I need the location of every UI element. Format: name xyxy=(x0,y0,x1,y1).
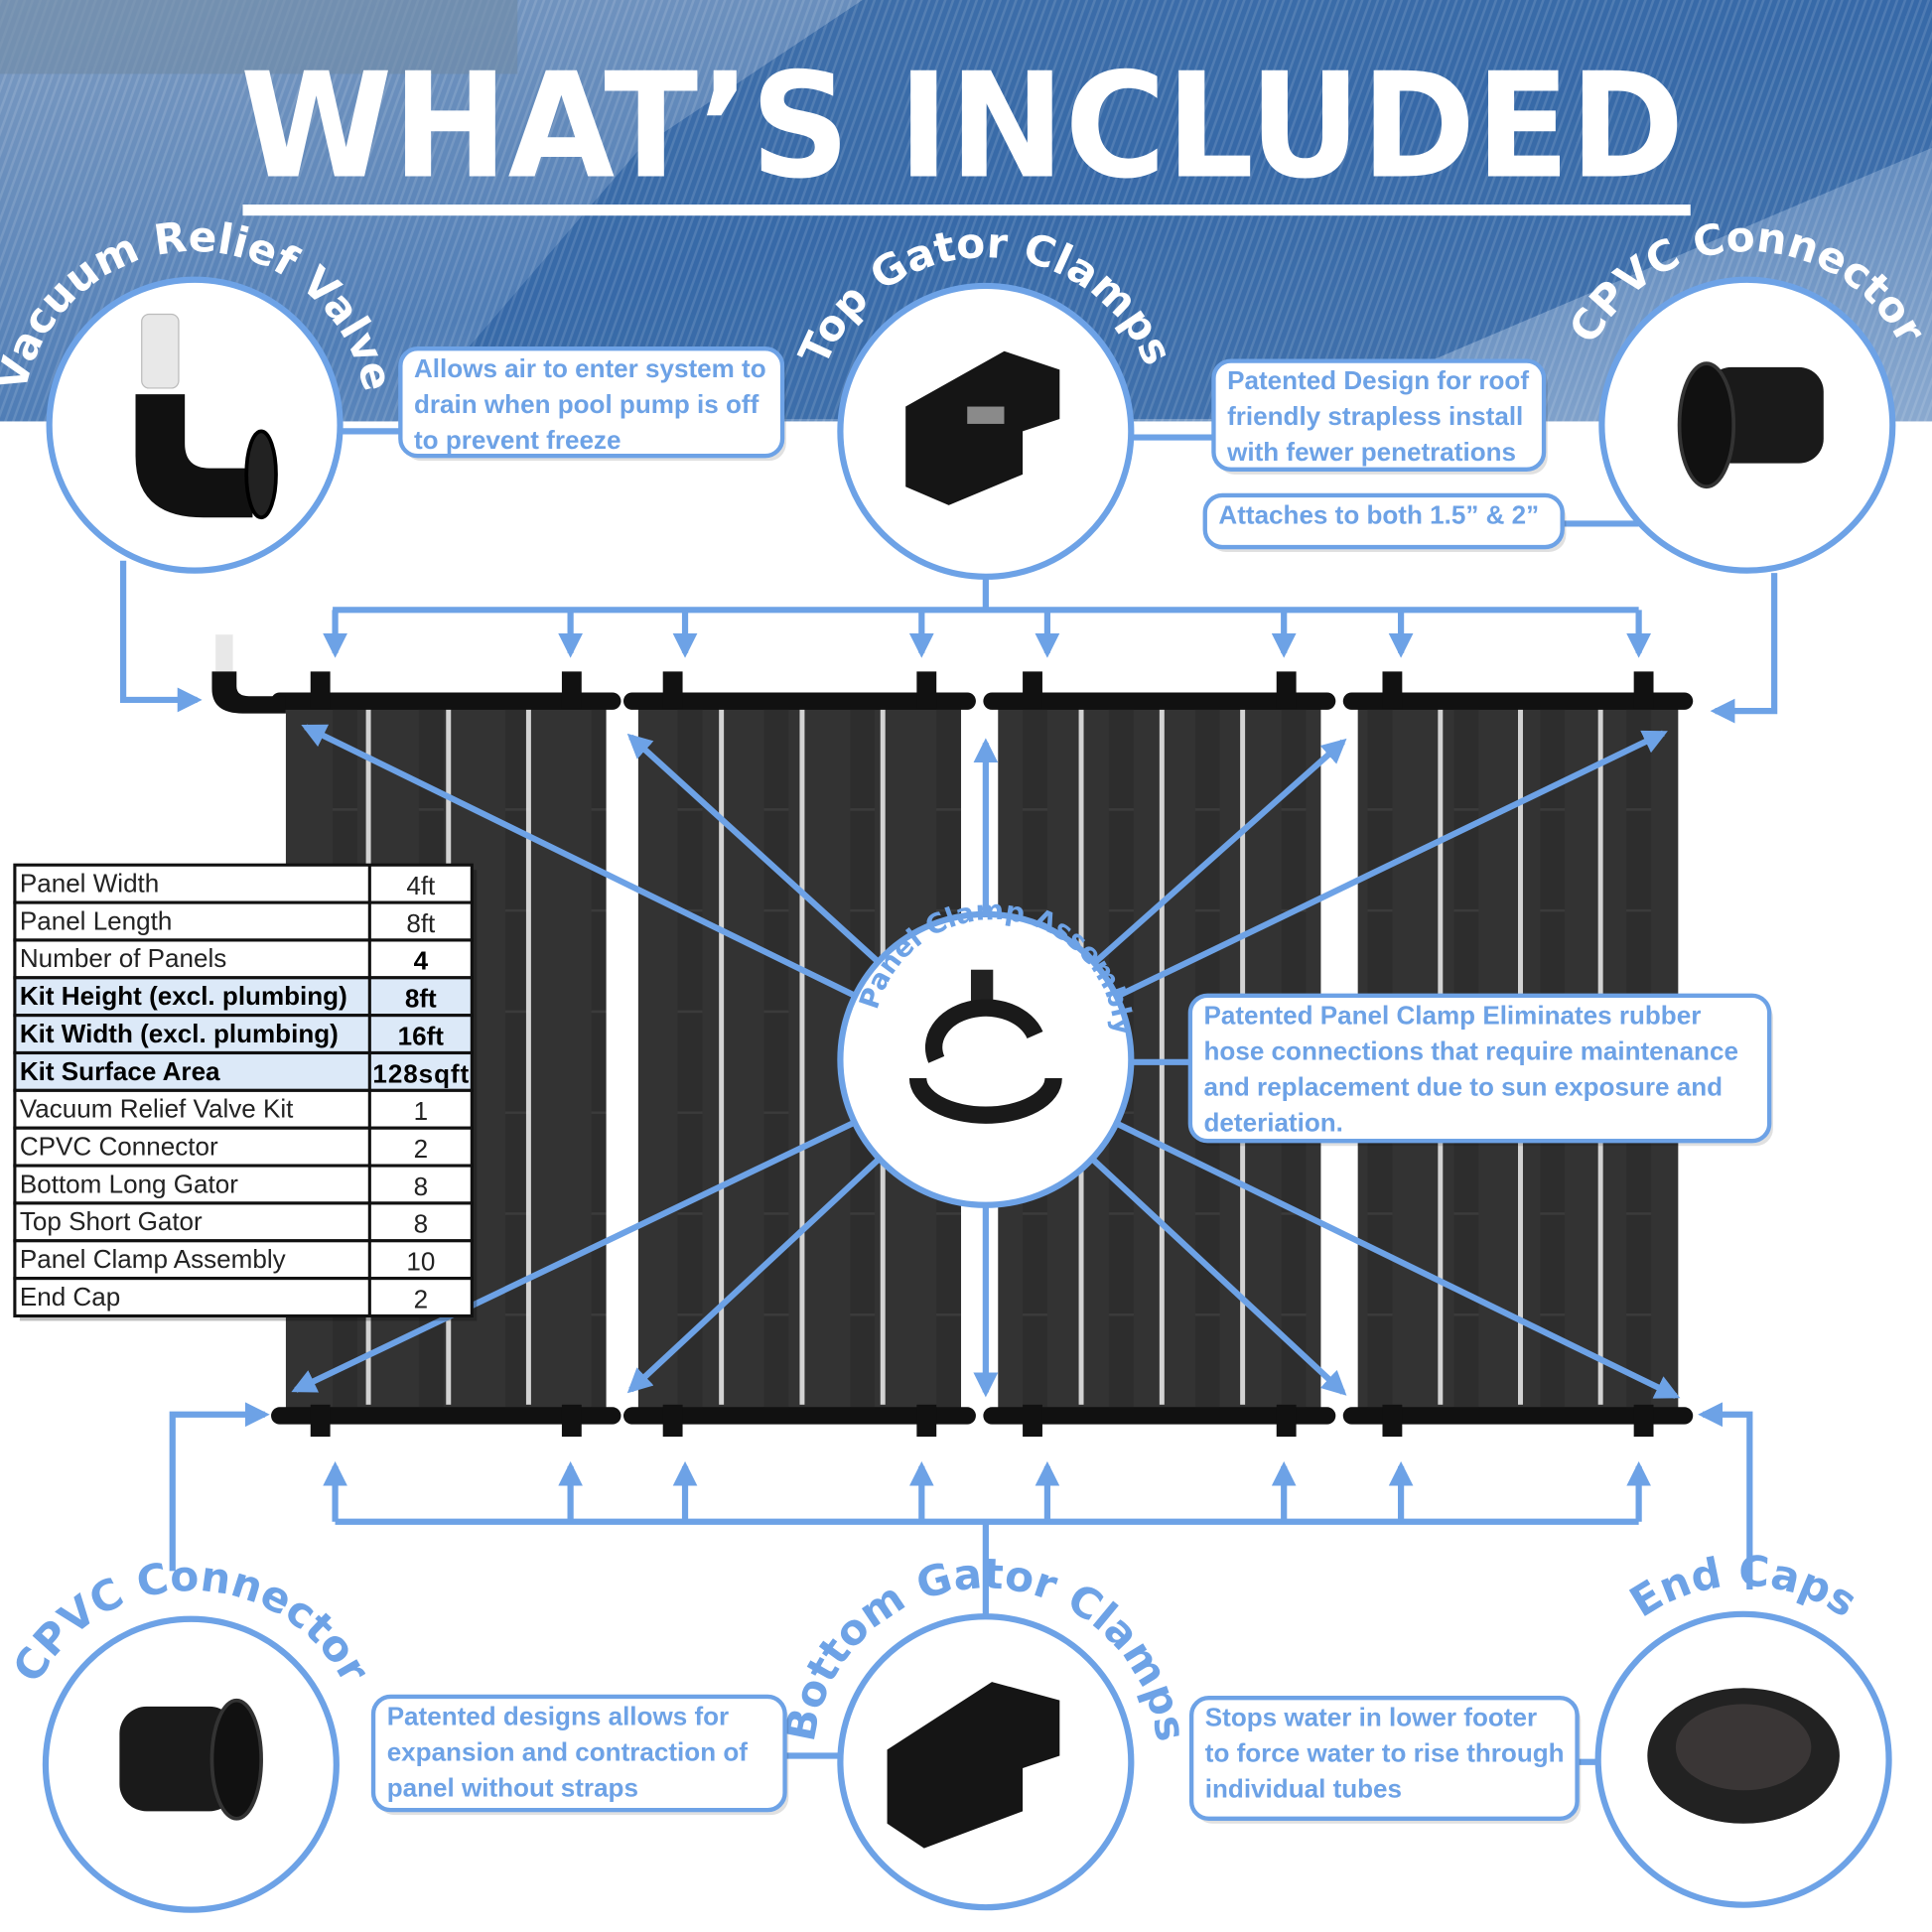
header-pipe xyxy=(983,692,1336,710)
callout-line: with fewer penetrations xyxy=(1226,437,1516,467)
component-cpvc-connector-bottom: CPVC Connector xyxy=(3,1552,379,1913)
spec-label: Kit Surface Area xyxy=(20,1056,220,1086)
callout-panel-clamp-assembly: Patented Panel Clamp Eliminates rubber ho… xyxy=(1187,993,1773,1147)
callout-line: and replacement due to sun exposure and xyxy=(1204,1071,1724,1101)
spec-label: Vacuum Relief Valve Kit xyxy=(20,1094,294,1124)
spec-table-row: Kit Surface Area 128sqft xyxy=(13,1050,474,1092)
spec-value: 2 xyxy=(414,1284,429,1313)
callout-end-caps: Stops water in lower footer to force wate… xyxy=(1188,1696,1582,1824)
spec-value: 1 xyxy=(414,1096,429,1126)
spec-label: Number of Panels xyxy=(20,943,226,973)
header-pipe xyxy=(271,692,621,710)
spec-table-row: End Cap 2 xyxy=(13,1277,474,1318)
spec-label: CPVC Connector xyxy=(20,1132,218,1162)
callout-text: Patented designs allows for expansion and… xyxy=(387,1702,749,1803)
spec-value: 8 xyxy=(414,1209,429,1239)
callout-line: panel without straps xyxy=(387,1772,638,1802)
callout-top-gator-clamps: Patented Design for roof friendly straple… xyxy=(1211,358,1548,475)
callout-line: to prevent freeze xyxy=(414,425,621,455)
spec-label: Top Short Gator xyxy=(20,1206,203,1236)
callout-line: Attaches to both 1.5” & 2” xyxy=(1218,499,1539,529)
footer-pipe xyxy=(622,1407,976,1425)
spec-table-row: Vacuum Relief Valve Kit 1 xyxy=(13,1088,474,1130)
callout-line: individual tubes xyxy=(1205,1774,1402,1804)
callout-cpvc-connector-top: Attaches to both 1.5” & 2” xyxy=(1202,492,1567,552)
callout-text: Patented Panel Clamp Eliminates rubber ho… xyxy=(1204,1000,1738,1137)
callout-line: deteriation. xyxy=(1204,1107,1343,1137)
callout-line: drain when pool pump is off xyxy=(414,389,759,419)
callout-text: Allows air to enter system to drain when … xyxy=(414,353,766,455)
spec-table-row: Bottom Long Gator 8 xyxy=(13,1164,474,1205)
callout-vacuum-relief-valve: Allows air to enter system to drain when … xyxy=(398,346,786,462)
component-panel-clamp-assembly: Panel Clamp Assembly xyxy=(837,896,1139,1208)
spec-table-row: Kit Width (excl. plumbing) 16ft xyxy=(13,1014,474,1055)
spec-value: 10 xyxy=(406,1247,435,1277)
spec-value: 4ft xyxy=(406,871,436,900)
callout-line: expansion and contraction of xyxy=(387,1736,749,1766)
callout-line: Patented Panel Clamp Eliminates rubber xyxy=(1204,1000,1702,1030)
spec-label: End Cap xyxy=(20,1282,120,1311)
gator-clamp-icon xyxy=(905,350,1060,505)
callout-line: Patented designs allows for xyxy=(387,1702,729,1731)
component-end-caps: End Caps xyxy=(1594,1547,1892,1908)
callout-line: Allows air to enter system to xyxy=(414,353,766,383)
callout-text: Patented Design for roof friendly straple… xyxy=(1226,365,1529,467)
callout-text: Attaches to both 1.5” & 2” xyxy=(1218,499,1539,529)
callout-line: Patented Design for roof xyxy=(1227,365,1529,395)
spec-table-row: Panel Width 4ft xyxy=(13,863,474,904)
vacuum-relief-valve-icon xyxy=(215,634,233,672)
callout-line: Stops water in lower footer xyxy=(1205,1703,1537,1732)
panel-clamp-icon xyxy=(908,969,1062,1124)
cpvc-connector-icon xyxy=(1677,361,1824,489)
page-title: WHAT’S INCLUDED xyxy=(240,41,1685,210)
spec-label: Panel Clamp Assembly xyxy=(20,1244,286,1274)
spec-value: 128sqft xyxy=(372,1058,469,1088)
spec-label: Panel Length xyxy=(20,905,173,935)
gator-clamp-icon xyxy=(887,1682,1060,1849)
spec-value: 4 xyxy=(414,946,429,976)
spec-label: Kit Height (excl. plumbing) xyxy=(20,981,347,1011)
spec-label: Kit Width (excl. plumbing) xyxy=(20,1019,339,1048)
spec-table-row: Kit Height (excl. plumbing) 8ft xyxy=(13,976,474,1018)
spec-value: 2 xyxy=(414,1134,429,1164)
callout-line: hose connections that require maintenanc… xyxy=(1204,1035,1738,1065)
spec-table-row: Top Short Gator 8 xyxy=(13,1201,474,1243)
spec-value: 8ft xyxy=(405,984,437,1014)
header-pipe xyxy=(1342,692,1694,710)
spec-value: 16ft xyxy=(398,1021,445,1050)
spec-label: Bottom Long Gator xyxy=(20,1169,238,1198)
cpvc-connector-icon xyxy=(119,1698,263,1821)
spec-table-row: Panel Length 8ft xyxy=(13,900,474,942)
spec-value: 8ft xyxy=(406,908,436,938)
callouts: Allows air to enter system to drain when … xyxy=(370,346,1773,1824)
spec-table-row: CPVC Connector 2 xyxy=(13,1126,474,1168)
footer-pipe xyxy=(1342,1407,1694,1425)
spec-value: 8 xyxy=(414,1172,429,1201)
callout-bottom-gator-clamps: Patented designs allows for expansion and… xyxy=(370,1694,789,1816)
header-pipe xyxy=(622,692,976,710)
spec-table-row: Number of Panels 4 xyxy=(13,938,474,980)
title-underline xyxy=(242,205,1691,216)
end-cap-icon xyxy=(1647,1688,1840,1824)
callout-line: friendly strapless install xyxy=(1227,401,1523,431)
spec-table-row: Panel Clamp Assembly 10 xyxy=(13,1239,474,1281)
callout-line: to force water to rise through xyxy=(1205,1738,1565,1768)
spec-label: Panel Width xyxy=(20,869,159,898)
footer-pipe xyxy=(271,1407,621,1425)
callout-text: Stops water in lower footer to force wate… xyxy=(1205,1703,1565,1804)
footer-pipe xyxy=(983,1407,1336,1425)
vacuum-relief-valve-icon xyxy=(135,313,278,520)
